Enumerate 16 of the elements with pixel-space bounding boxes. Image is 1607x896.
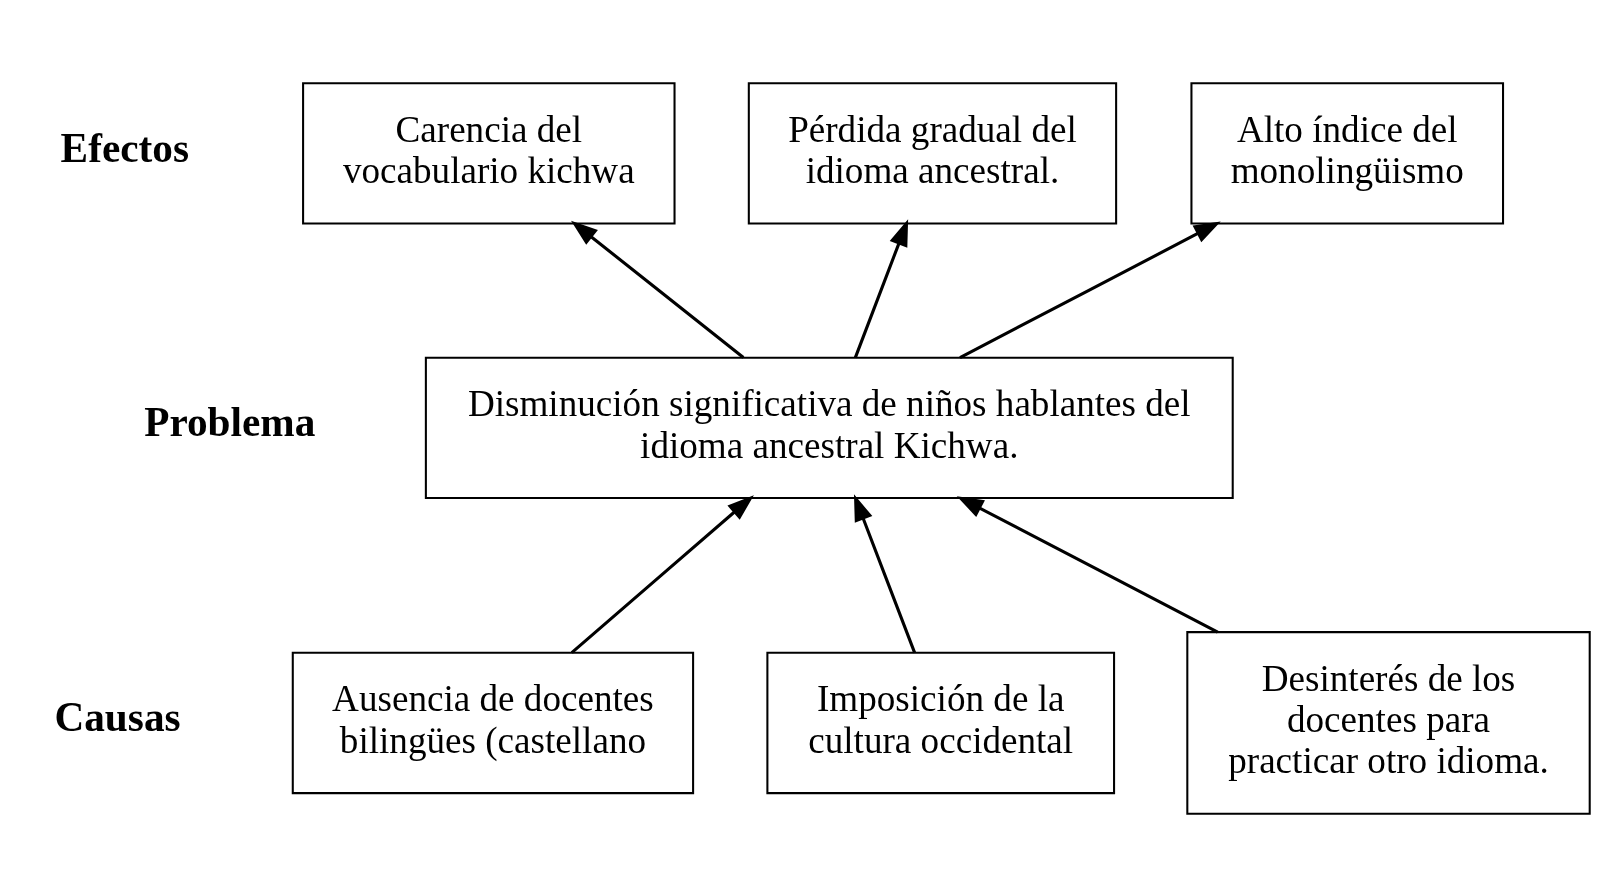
node-box: Disminución significativa de niños hablantes del idioma ancestral Kichwa. xyxy=(424,356,1234,499)
label: Efectos xyxy=(60,124,189,171)
arrow xyxy=(959,221,1221,359)
arrow xyxy=(956,495,1219,633)
node-box: Ausencia de docentes bilingües (castellano xyxy=(291,651,695,794)
arrow xyxy=(570,494,754,654)
node-box: Pérdida gradual del idioma ancestral. xyxy=(747,81,1118,225)
arrow xyxy=(571,220,745,359)
arrow xyxy=(853,493,917,653)
node-box: Carencia del vocabulario kichwa xyxy=(302,81,676,225)
label: Problema xyxy=(144,398,316,445)
node-box: Imposición de la cultura occidental xyxy=(766,651,1116,794)
label: Causas xyxy=(54,693,181,740)
node-box: Alto índice del monolingüismo xyxy=(1190,81,1505,225)
node-box: Desinterés de los docentes para practicar otro idioma. xyxy=(1186,630,1591,815)
arrow xyxy=(853,218,909,358)
